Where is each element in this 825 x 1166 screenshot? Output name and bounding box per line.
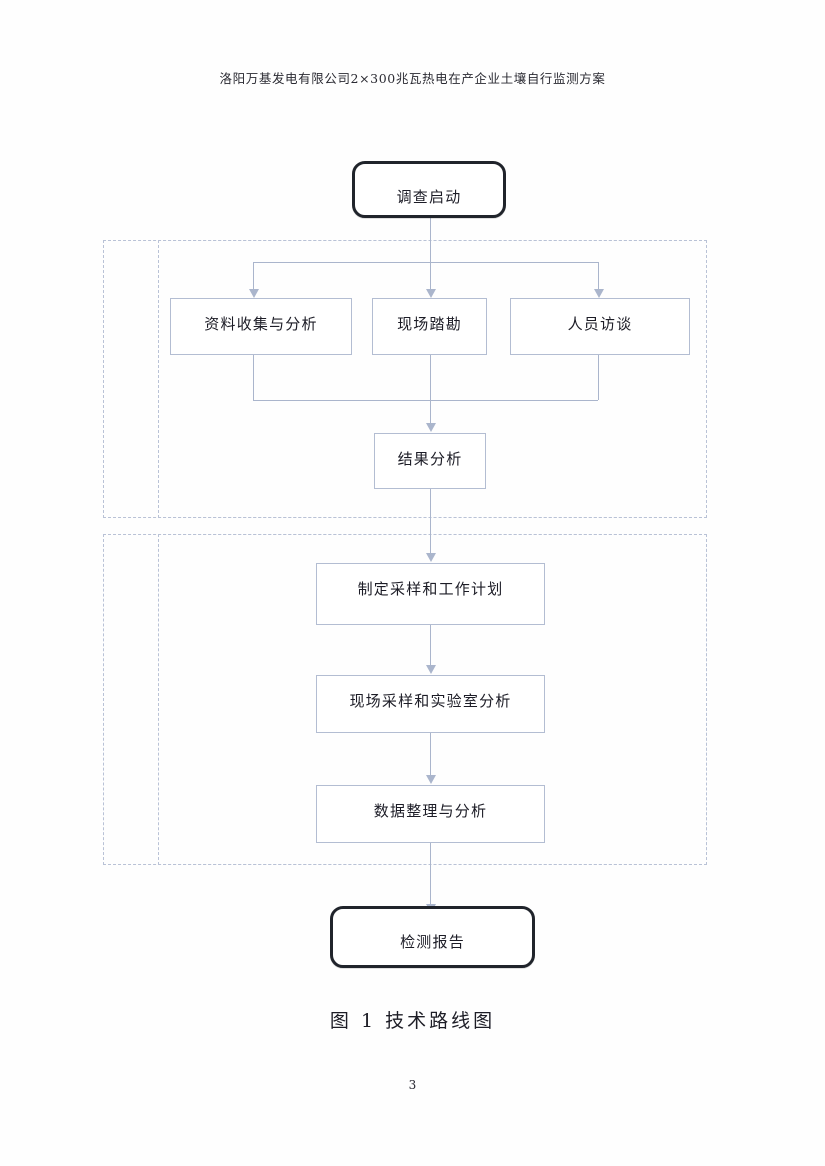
connector-data-analysis-to-report [430,843,431,905]
flow-node-data-collect-label: 资料收集与分析 [204,315,318,333]
figure-caption: 图 1 技术路线图 [329,1010,496,1032]
flow-node-data-analysis[interactable]: 数据整理与分析 [316,785,545,843]
flow-node-report-label: 检测报告 [400,933,465,951]
connector-interview-down [598,355,599,400]
flow-node-result-analysis-label: 结果分析 [397,450,463,468]
flow-node-sampling-plan-label: 制定采样和工作计划 [357,580,504,598]
flow-node-site-survey-label: 现场踏勘 [397,315,462,333]
arrow-head-to-field-lab [426,665,436,674]
connector-result-to-plan [430,489,431,554]
connector-plan-to-field-lab [430,625,431,666]
connector-site-survey-down [430,355,431,424]
flow-node-interview[interactable]: 人员访谈 [510,298,690,355]
flow-node-field-lab[interactable]: 现场采样和实验室分析 [316,675,545,733]
flow-node-sampling-plan[interactable]: 制定采样和工作计划 [316,563,545,625]
flow-node-result-analysis[interactable]: 结果分析 [374,433,486,489]
flow-node-field-lab-label: 现场采样和实验室分析 [349,692,512,710]
group-phase-2-inner [158,534,707,865]
connector-data-collect-down [253,355,254,400]
flow-node-interview-label: 人员访谈 [567,315,633,333]
arrow-head-to-data-collect [249,289,259,298]
flow-node-report[interactable]: 检测报告 [330,906,535,968]
arrow-head-to-result-analysis [426,423,436,432]
group-phase-1-inner [158,240,707,518]
connector-start-down [430,218,431,262]
flow-node-data-analysis-label: 数据整理与分析 [373,802,488,820]
arrow-head-to-sampling-plan [426,553,436,562]
connector-to-site-survey [430,262,431,290]
connector-to-data-collect [253,262,254,290]
connector-merge-bar [253,400,598,401]
connector-to-interview [598,262,599,290]
document-header-title: 洛阳万基发电有限公司2×300兆瓦热电在产企业土壤自行监测方案 [219,71,606,86]
flow-node-start[interactable]: 调查启动 [352,161,506,218]
connector-field-lab-to-data-analysis [430,733,431,776]
arrow-head-to-site-survey [426,289,436,298]
flow-node-data-collect[interactable]: 资料收集与分析 [170,298,352,355]
arrow-head-to-interview [594,289,604,298]
flow-node-start-label: 调查启动 [396,188,462,206]
connector-split-bar [253,262,598,263]
flow-node-site-survey[interactable]: 现场踏勘 [372,298,487,355]
page-number: 3 [408,1078,417,1092]
arrow-head-to-data-analysis [426,775,436,784]
